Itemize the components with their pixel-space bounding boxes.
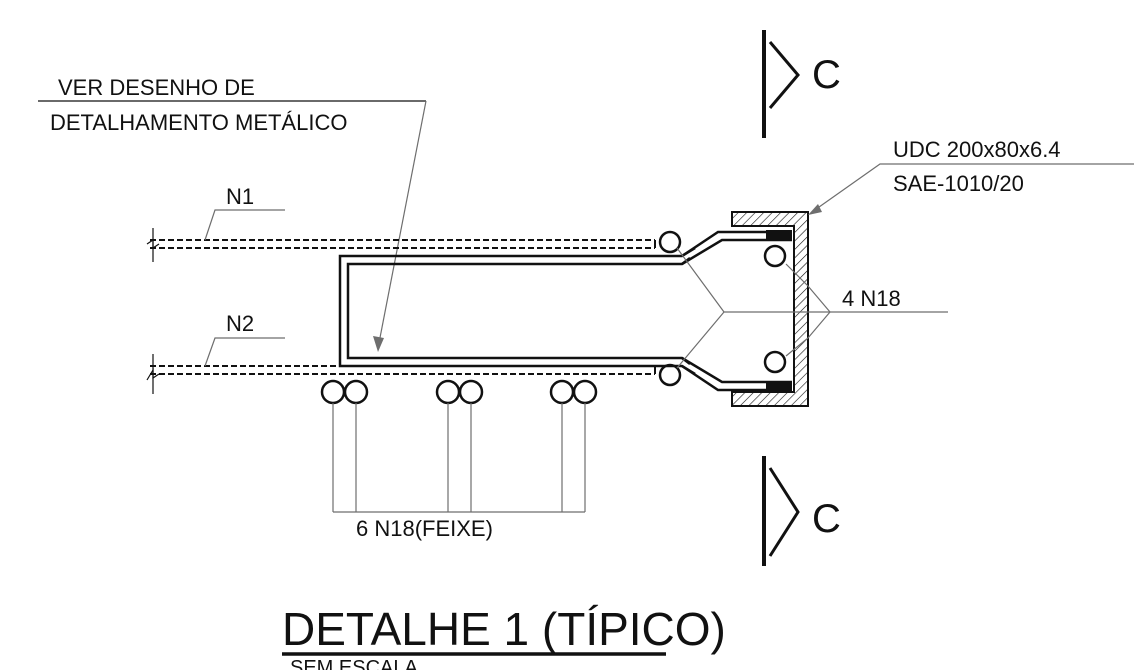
bar-circle — [658, 230, 682, 254]
bar-circle — [572, 379, 598, 405]
u-stirrup — [338, 230, 792, 392]
bar-circle — [343, 379, 369, 405]
section-mark-top-letter: C — [812, 53, 841, 97]
bar-circle — [320, 379, 346, 405]
bar-n1: N1 — [146, 184, 656, 262]
ver-desenho-label-line2: DETALHAMENTO METÁLICO — [50, 110, 347, 135]
bar-circle — [549, 379, 575, 405]
n2-label: N2 — [226, 311, 254, 336]
six-n18-label: 6 N18(FEIXE) — [356, 516, 493, 541]
drawing-title-block: DETALHE 1 (TÍPICO) SEM ESCALA — [282, 603, 726, 670]
drawing-title: DETALHE 1 (TÍPICO) — [282, 603, 726, 655]
metal-detail-callout: VER DESENHO DE DETALHAMENTO METÁLICO — [38, 75, 427, 352]
section-mark-bottom: C — [762, 456, 841, 566]
corner-bars — [658, 230, 787, 387]
bar-circle — [763, 244, 787, 268]
udc-channel — [731, 211, 809, 407]
section-mark-bottom-letter: C — [812, 497, 841, 541]
udc-label-line1: UDC 200x80x6.4 — [893, 137, 1061, 162]
bar-circle — [458, 379, 484, 405]
bar-circle — [763, 350, 787, 374]
four-n18-callout: 4 N18 — [676, 247, 948, 369]
four-n18-label: 4 N18 — [842, 286, 901, 311]
drawing-subtitle: SEM ESCALA — [290, 657, 418, 670]
bundle-bars: 6 N18(FEIXE) — [320, 379, 598, 541]
ver-desenho-label-line1: VER DESENHO DE — [58, 75, 255, 100]
section-mark-top: C — [762, 30, 841, 138]
udc-label-line2: SAE-1010/20 — [893, 171, 1024, 196]
bar-circle — [658, 363, 682, 387]
udc-callout: UDC 200x80x6.4 SAE-1010/20 — [808, 137, 1134, 215]
bar-circle — [435, 379, 461, 405]
n1-label: N1 — [226, 184, 254, 209]
